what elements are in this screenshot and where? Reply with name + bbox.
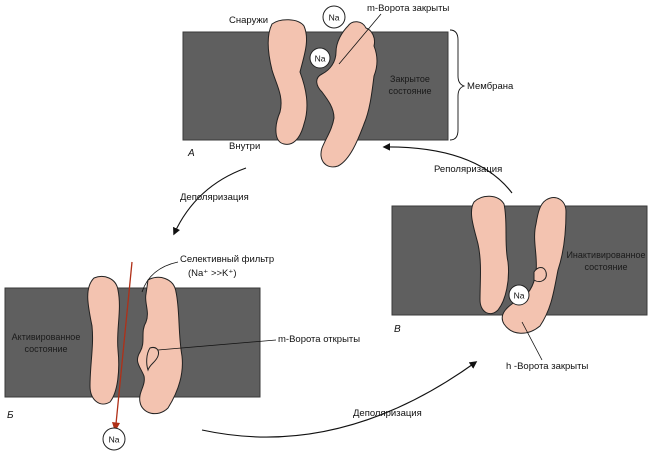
panel-v-inactive-state-label-line2: состояние <box>584 262 627 272</box>
panel-v-h-gate-pointer <box>521 321 543 361</box>
panel-v-channel-left-subunit <box>471 195 509 315</box>
panel-a-outside-label: Снаружи <box>229 15 268 26</box>
depolarization-label-2: Деполяризация <box>353 408 422 419</box>
panel-a-na-ion-in-pore-label: Na <box>315 54 326 64</box>
panel-v-channel-right-subunit <box>501 197 567 334</box>
repolarization-arrow-v-to-a <box>382 143 513 194</box>
panel-b-channel-right-subunit <box>137 276 183 415</box>
panel-b-membrane <box>4 287 261 398</box>
panel-v-na-ion-label: Na <box>514 291 525 301</box>
panel-b-m-gate-flap <box>146 347 159 372</box>
panel-b-channel-left-subunit <box>87 276 120 405</box>
panel-a-closed-state-label-line2: состояние <box>388 86 431 96</box>
panel-a-na-ion-in-pore <box>309 47 331 69</box>
panel-b-letter: Б <box>7 410 14 421</box>
depolarization-arrow-a-to-b <box>173 167 247 236</box>
panel-a-inside-label: Внутри <box>229 141 260 152</box>
panel-b-active-state-label-line1: Активированное <box>12 332 81 342</box>
depolarization-label-1: Деполяризация <box>180 192 249 203</box>
panel-a-closed-state-label-line1: Закрытое <box>390 74 430 84</box>
panel-a-na-ion-outside <box>322 5 346 29</box>
panel-v-h-gate-loop <box>533 267 547 283</box>
depolarization-arrow-b-to-v <box>201 361 478 438</box>
panel-a-membrane-label: Мембрана <box>467 81 514 92</box>
panel-a-m-gate-closed-label: m-Ворота закрыты <box>367 3 449 14</box>
panel-v-na-ion <box>508 284 530 306</box>
panel-a-na-ion-outside-label: Na <box>329 13 340 23</box>
repolarization-label: Реполяризация <box>434 164 502 175</box>
panel-a-membrane-brace <box>449 29 466 141</box>
panel-a-m-gate-pointer <box>338 13 382 65</box>
panel-a-letter: А <box>187 148 195 159</box>
panel-b-activated-state: Селективный фильтр (Na⁺ >>K⁺) Активирова… <box>4 254 360 451</box>
panel-b-ion-path-arrow <box>115 261 133 425</box>
panel-b-m-gate-pointer <box>157 339 277 351</box>
panel-b-active-state-label-line2: состояние <box>24 344 67 354</box>
panel-a-closed-state: Na Na Снаружи Внутри А m-Ворота закрыты … <box>182 3 514 168</box>
panel-a-channel-right-subunit <box>316 21 378 168</box>
panel-b-selective-filter-label: Селективный фильтр <box>180 254 274 265</box>
panel-v-inactive-state-label-line1: Инактивированное <box>566 250 645 260</box>
panel-a-channel-left-subunit <box>267 19 308 145</box>
panel-v-letter: В <box>394 324 401 335</box>
panel-v-h-gate-closed-label: h -Ворота закрыты <box>506 361 588 372</box>
panel-b-ion-path-arrowhead <box>112 422 120 432</box>
panel-b-na-ion-label: Na <box>109 435 120 445</box>
panel-b-selective-filter-pointer <box>141 261 179 293</box>
panel-v-inactivated-state: Na Инактивированное состояние h -Ворота … <box>391 195 648 372</box>
panel-b-selectivity-label: (Na⁺ >>K⁺) <box>188 268 237 279</box>
transitions: Деполяризация Деполяризация Реполяризаци… <box>173 143 513 438</box>
panel-b-na-ion <box>102 427 126 451</box>
panel-b-m-gate-open-label: m-Ворота открыты <box>278 334 360 345</box>
